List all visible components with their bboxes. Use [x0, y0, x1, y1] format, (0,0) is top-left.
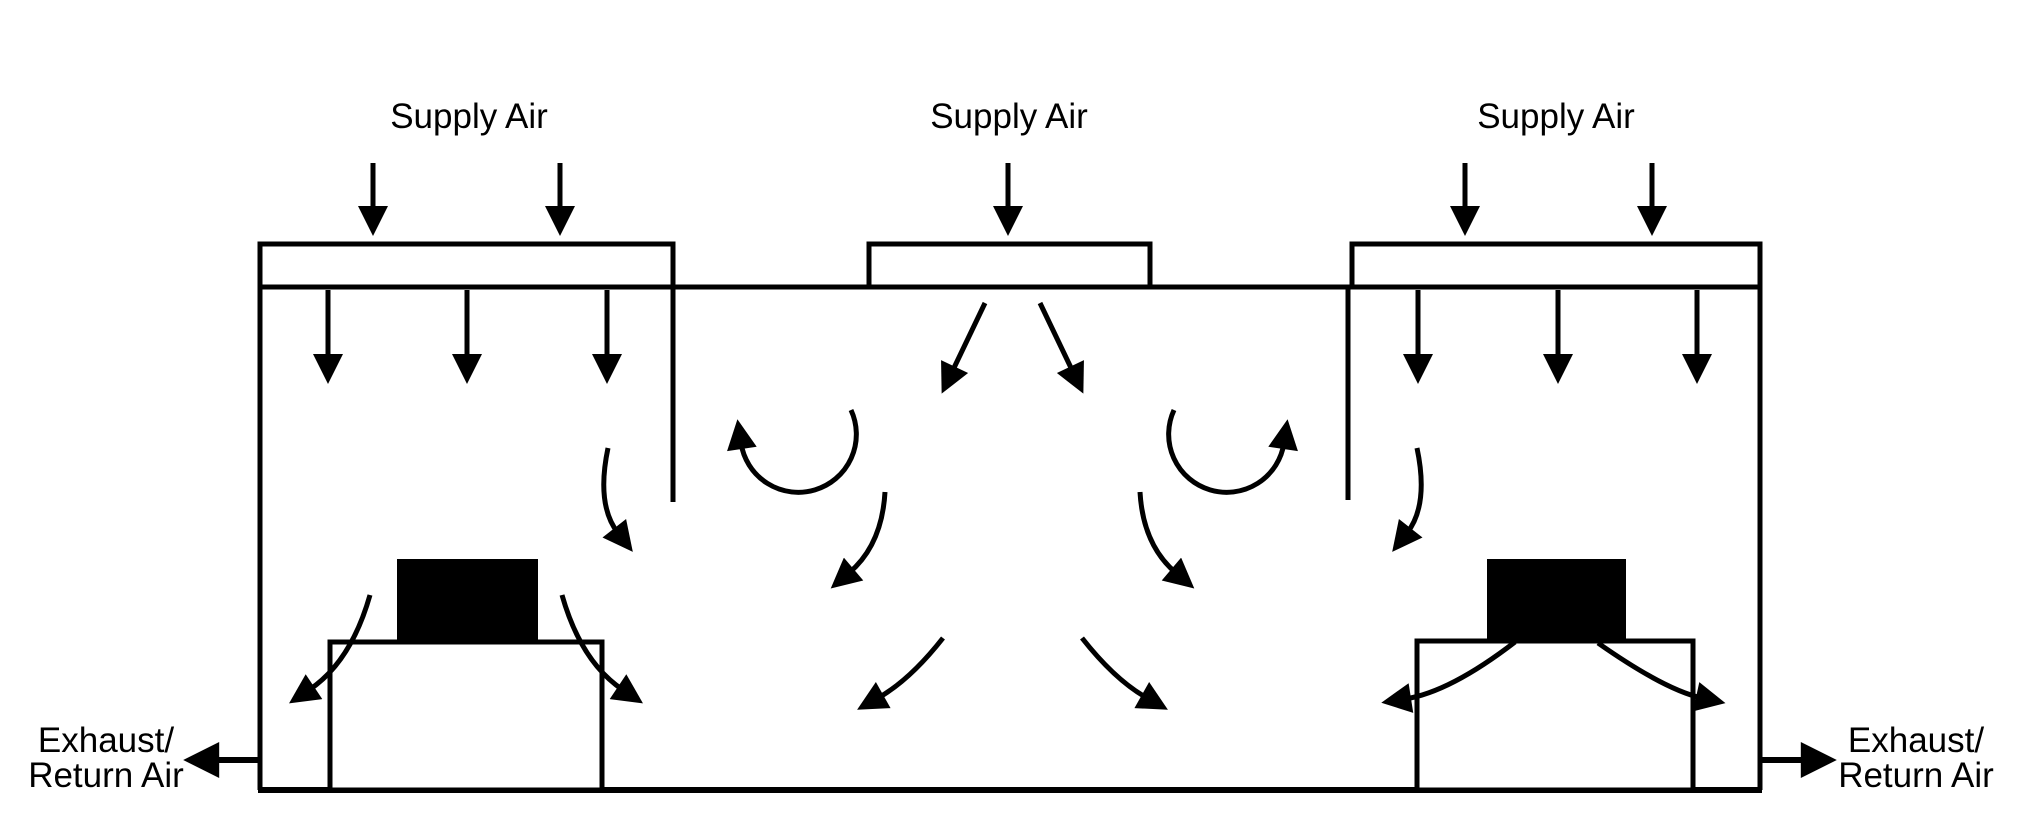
supply-air-label-left: Supply Air: [390, 97, 548, 136]
exhaust-label-right-line2: Return Air: [1838, 756, 1994, 795]
eddy-arrow-right: [1166, 408, 1298, 495]
curved-arrow-right-partition-down: [1392, 447, 1424, 552]
left-supply-diffuser: [257, 241, 676, 290]
curved-arrow-right-equipment-left: [1381, 640, 1517, 713]
curved-arrow-left-equipment-left: [289, 594, 373, 704]
curved-arrow-floor-right: [1080, 636, 1168, 710]
laminar-flow-arrows: [313, 290, 1712, 394]
left-equipment-pedestal: [327, 639, 605, 793]
supply-air-label-right: Supply Air: [1477, 97, 1635, 136]
curved-arrow-right-equipment-right: [1596, 640, 1726, 712]
exhaust-label-left-line2: Return Air: [28, 756, 184, 795]
curved-arrow-floor-left: [857, 636, 945, 710]
center-jet-arrow-left: [941, 301, 988, 394]
left-equipment-box: [397, 559, 538, 642]
supply-diffusers: [257, 241, 1763, 502]
curved-arrow-center-left: [830, 491, 888, 589]
exhaust-label-left-line1: Exhaust/: [38, 721, 174, 760]
right-supply-diffuser: [1349, 241, 1763, 290]
air-circulation-arrows: [289, 408, 1726, 713]
diagram-labels: Supply Air Supply Air Supply Air Exhaust…: [28, 97, 1994, 795]
right-equipment-pedestal: [1414, 638, 1696, 793]
curved-arrow-center-right: [1137, 491, 1195, 589]
exhaust-label-right-line1: Exhaust/: [1848, 721, 1984, 760]
curved-arrow-left-partition-down: [601, 447, 633, 552]
eddy-arrow-left: [727, 408, 859, 495]
center-supply-diffuser: [866, 241, 1153, 290]
center-jet-arrow-right: [1037, 301, 1084, 394]
supply-inlet-arrows: [358, 163, 1667, 236]
right-equipment-box: [1487, 559, 1626, 643]
curved-arrow-left-equipment-right: [559, 594, 643, 704]
supply-air-label-center: Supply Air: [930, 97, 1088, 136]
